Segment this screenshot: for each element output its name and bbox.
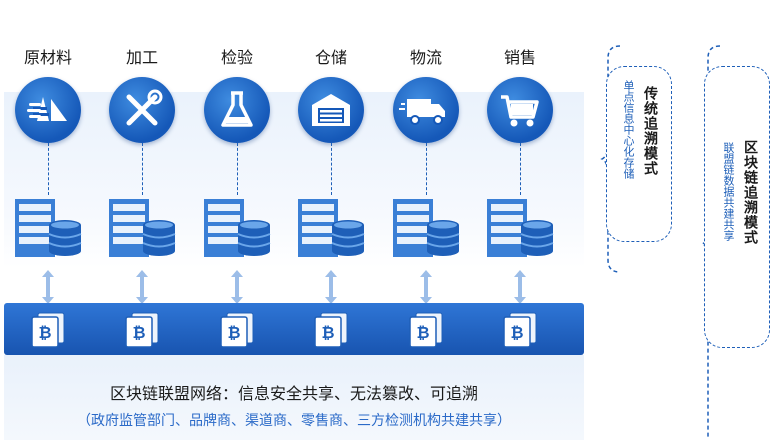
- svg-text:₿: ₿: [321, 323, 334, 342]
- traditional-mode-subtitle: 单点信息中心化存储: [622, 80, 635, 179]
- svg-text:₿: ₿: [38, 323, 51, 342]
- warehouse-icon: [298, 77, 364, 143]
- blockchain-mode-box: [704, 66, 770, 348]
- double-arrow-icon: [325, 270, 337, 304]
- svg-text:₿: ₿: [132, 323, 145, 342]
- truck-icon: [393, 77, 459, 143]
- blockchain-brace: [700, 45, 721, 438]
- network-title: 区块链联盟网络：信息安全共享、无法篡改、可追溯: [109, 384, 478, 403]
- connector-line: [426, 143, 427, 195]
- connector-line: [237, 143, 238, 195]
- blockchain-node-icon: ₿: [312, 310, 350, 348]
- tools-icon: [109, 77, 175, 143]
- stage-label-raw-material: 原材料: [23, 48, 72, 67]
- connector-line: [520, 143, 521, 195]
- network-subtitle: （政府监管部门、品牌商、渠道商、零售商、三方检测机构共建共享）: [77, 413, 511, 429]
- traditional-mode-title: 传统追溯模式: [642, 86, 658, 176]
- stage-label-sales: 销售: [503, 48, 536, 67]
- connector-line: [331, 143, 332, 195]
- flask-icon: [204, 77, 270, 143]
- blockchain-band: [4, 303, 584, 355]
- traditional-mode-box: [606, 66, 672, 242]
- double-arrow-icon: [42, 270, 54, 304]
- svg-text:₿: ₿: [416, 323, 429, 342]
- double-arrow-icon: [514, 270, 526, 304]
- server-database-icon: [296, 195, 366, 261]
- blockchain-node-icon: ₿: [29, 310, 67, 348]
- server-database-icon: [202, 195, 272, 261]
- blockchain-node-icon: ₿: [218, 310, 256, 348]
- cart-icon: [487, 77, 553, 143]
- svg-text:₿: ₿: [510, 323, 523, 342]
- svg-text:₿: ₿: [227, 323, 240, 342]
- blockchain-mode-subtitle: 联盟链数据共建共享: [722, 142, 735, 241]
- server-database-icon: [391, 195, 461, 261]
- double-arrow-icon: [231, 270, 243, 304]
- double-arrow-icon: [420, 270, 432, 304]
- raw-material-icon: [15, 77, 81, 143]
- server-database-icon: [13, 195, 83, 261]
- network-panel: [4, 355, 584, 440]
- blockchain-node-icon: ₿: [123, 310, 161, 348]
- blockchain-node-icon: ₿: [501, 310, 539, 348]
- traditional-brace: [600, 45, 621, 273]
- blockchain-node-icon: ₿: [407, 310, 445, 348]
- server-database-icon: [107, 195, 177, 261]
- stage-label-inspection: 检验: [220, 48, 253, 67]
- stage-label-storage: 仓储: [314, 48, 347, 67]
- connector-line: [48, 143, 49, 195]
- connector-line: [142, 143, 143, 195]
- server-database-icon: [485, 195, 555, 261]
- double-arrow-icon: [136, 270, 148, 304]
- stage-label-logistics: 物流: [409, 48, 442, 67]
- blockchain-mode-title: 区块链追溯模式: [742, 140, 758, 245]
- stage-label-processing: 加工: [125, 48, 158, 67]
